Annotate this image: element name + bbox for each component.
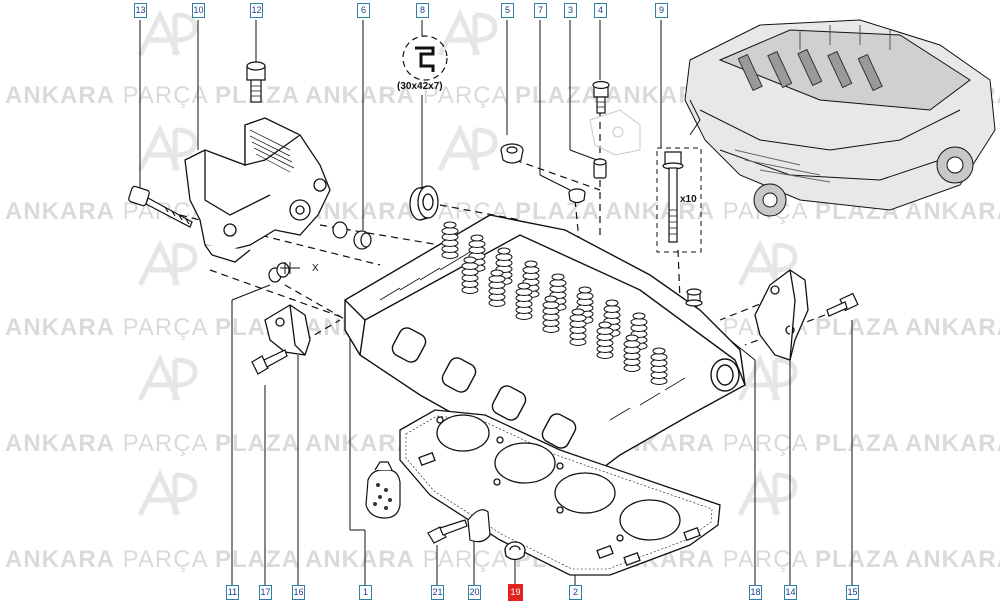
cylinder-head xyxy=(344,214,746,471)
watermark-logo-icon xyxy=(137,469,198,517)
watermark-row: ANKARA PARÇA PLAZA xyxy=(5,430,300,457)
part-5-cap xyxy=(500,143,524,164)
valve-spring xyxy=(542,295,560,333)
watermark-logo-icon xyxy=(437,9,498,57)
seal-dimension-label: (30x42x7) xyxy=(397,81,443,92)
watermark-logo-icon xyxy=(737,469,798,517)
part-15-bolt xyxy=(826,292,859,317)
callout-16[interactable]: 16 xyxy=(292,585,305,600)
valve-spring xyxy=(569,308,587,346)
callout-13[interactable]: 13 xyxy=(134,3,147,18)
part-1-parts-bag xyxy=(365,461,401,519)
callout-9[interactable]: 9 xyxy=(655,3,668,18)
watermark-logo-icon xyxy=(737,354,798,402)
callout-19-highlighted[interactable]: 19 xyxy=(508,584,523,601)
valve-spring xyxy=(623,334,641,372)
seal-section-icon xyxy=(402,35,448,81)
callout-14[interactable]: 14 xyxy=(784,585,797,600)
watermark-row: ANKARA xyxy=(905,198,1000,225)
part-2-head-gasket xyxy=(399,409,721,576)
callout-8[interactable]: 8 xyxy=(416,3,429,18)
part-9-head-bolts xyxy=(656,147,702,253)
valve-spring xyxy=(515,282,533,320)
part-7-cap xyxy=(568,188,586,204)
callout-18[interactable]: 18 xyxy=(749,585,762,600)
callout-3[interactable]: 3 xyxy=(564,3,577,18)
watermark-row: ANKARA xyxy=(905,314,1000,341)
part-8-oil-seal xyxy=(409,185,439,221)
callout-12[interactable]: 12 xyxy=(250,3,263,18)
watermark-row: ANKARA PARÇA PLAZA xyxy=(5,82,299,109)
watermark-row: ANKARA PARÇA PLAZA xyxy=(305,82,600,109)
faint-bracket xyxy=(589,109,641,156)
valve-spring xyxy=(650,347,668,385)
bolt-quantity-label: x10 xyxy=(680,194,697,205)
callout-20[interactable]: 20 xyxy=(468,585,481,600)
watermark-row: ANKARA PARÇA PLAZA xyxy=(5,546,300,573)
leader-lines xyxy=(139,20,853,585)
watermark-logo-icon xyxy=(137,9,198,57)
part-12-bolt xyxy=(246,61,266,103)
part-14-bracket xyxy=(754,269,809,361)
callout-5[interactable]: 5 xyxy=(501,3,514,18)
callout-11[interactable]: 11 xyxy=(226,585,239,600)
part-21-bolt xyxy=(427,519,468,544)
callout-6[interactable]: 6 xyxy=(357,3,370,18)
part-4-bolt xyxy=(592,80,610,114)
callout-21[interactable]: 21 xyxy=(431,585,444,600)
part-10-mount-bracket xyxy=(184,117,331,263)
part-20-wedge xyxy=(467,509,491,543)
watermark-row: ANKARA xyxy=(905,546,1000,573)
callout-7[interactable]: 7 xyxy=(534,3,547,18)
valve-spring xyxy=(488,269,506,307)
part-11-washer xyxy=(268,262,290,283)
part-13-bolt xyxy=(128,185,193,228)
axis-x-label: X xyxy=(312,263,319,274)
part-6-dowel xyxy=(332,221,372,250)
valve-spring xyxy=(461,256,479,294)
callout-17[interactable]: 17 xyxy=(259,585,272,600)
watermark-row: ANKARA xyxy=(905,430,1000,457)
part-18-stud xyxy=(685,288,703,307)
valve-spring xyxy=(596,321,614,359)
watermark-logo-icon xyxy=(437,124,498,172)
part-19-nut xyxy=(504,541,526,561)
callout-4[interactable]: 4 xyxy=(594,3,607,18)
engine-thumbnail xyxy=(684,19,996,217)
valve-spring xyxy=(441,221,459,259)
valve-springs xyxy=(441,221,668,385)
watermark-logo-icon xyxy=(737,239,798,287)
part-16-bracket xyxy=(264,304,311,356)
axis-marker xyxy=(280,262,300,274)
part-3-dowel xyxy=(593,158,607,179)
callout-2[interactable]: 2 xyxy=(569,585,582,600)
part-17-bolt xyxy=(251,349,288,375)
callout-10[interactable]: 10 xyxy=(192,3,205,18)
callout-1[interactable]: 1 xyxy=(359,585,372,600)
watermark-logo-icon xyxy=(137,354,198,402)
watermark-logo-icon xyxy=(137,124,198,172)
callout-15[interactable]: 15 xyxy=(846,585,859,600)
watermark-logo-icon xyxy=(137,239,198,287)
